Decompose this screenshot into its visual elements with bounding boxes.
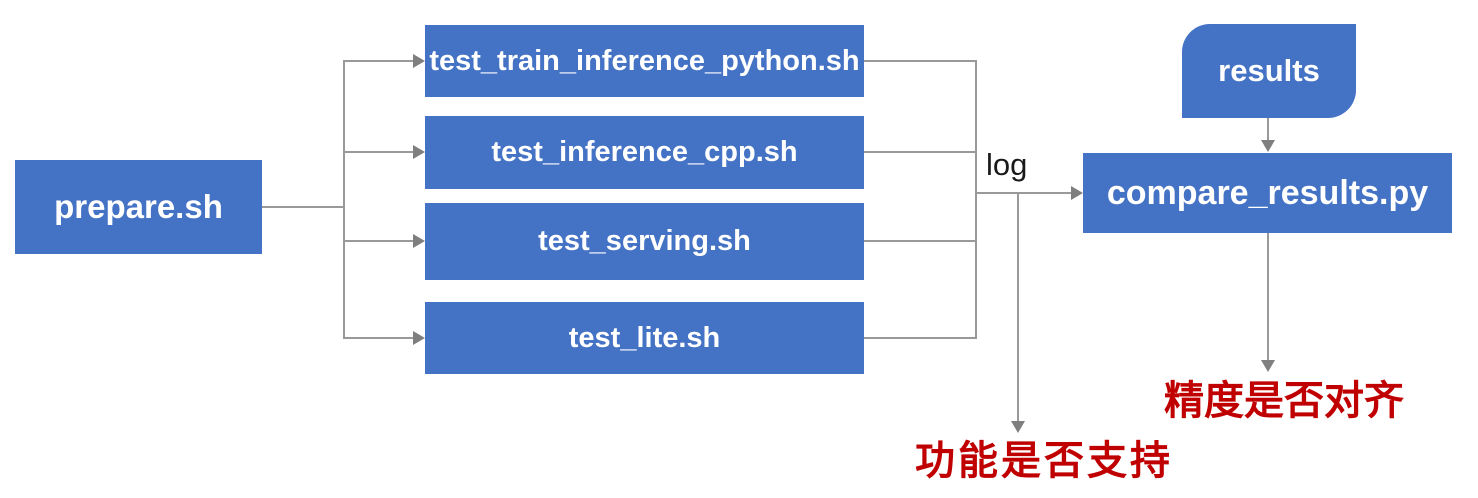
edge-compare-down-line xyxy=(1267,233,1269,361)
annotation-function-support: 功能是否支持 xyxy=(915,439,1173,483)
edge-results-to-compare-line xyxy=(1267,118,1269,141)
node-test-serving-sh: test_serving.sh xyxy=(425,203,864,280)
node-results: results xyxy=(1182,24,1356,118)
arrowhead-right-icon xyxy=(1071,186,1083,200)
edge-test-2-out-line xyxy=(864,151,977,153)
arrowhead-down-icon xyxy=(1011,421,1025,433)
edge-prepare-out-line xyxy=(262,206,344,208)
edge-label-log: log xyxy=(986,147,1028,182)
arrowhead-right-icon xyxy=(413,331,425,345)
edge-to-test-3-line xyxy=(343,240,415,242)
edge-log-to-compare-line xyxy=(975,192,1071,194)
edge-to-test-1-line xyxy=(343,60,415,62)
edge-test-3-out-line xyxy=(864,240,977,242)
node-test-lite-sh: test_lite.sh xyxy=(425,302,864,374)
node-compare-results-py: compare_results.py xyxy=(1083,153,1452,233)
edge-log-drop-line xyxy=(1017,193,1019,421)
node-prepare-sh: prepare.sh xyxy=(15,160,262,254)
edge-test-4-out-line xyxy=(864,337,977,339)
node-test-inference-cpp-sh: test_inference_cpp.sh xyxy=(425,116,864,189)
arrowhead-down-icon xyxy=(1261,360,1275,372)
edge-test-1-out-line xyxy=(864,60,977,62)
right-merge-bus-line xyxy=(975,60,977,339)
annotation-precision-alignment: 精度是否对齐 xyxy=(1164,379,1404,423)
arrowhead-right-icon xyxy=(413,54,425,68)
edge-to-test-2-line xyxy=(343,151,415,153)
node-test-train-inference-python-sh: test_train_inference_python.sh xyxy=(425,25,864,97)
arrowhead-down-icon xyxy=(1261,140,1275,152)
left-branch-bus-line xyxy=(343,60,345,339)
arrowhead-right-icon xyxy=(413,234,425,248)
edge-to-test-4-line xyxy=(343,337,415,339)
arrowhead-right-icon xyxy=(413,145,425,159)
